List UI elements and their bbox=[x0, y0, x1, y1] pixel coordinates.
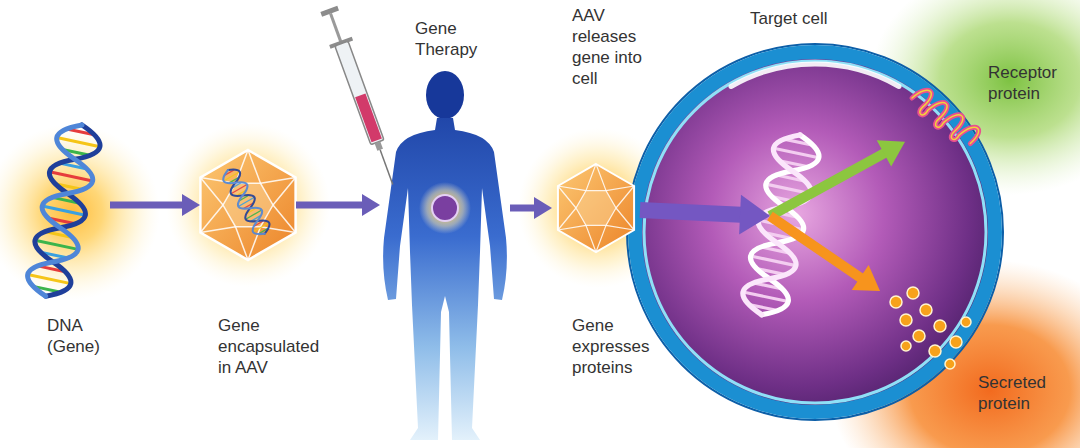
flow-arrow bbox=[770, 140, 905, 216]
target-cell-node: Target cell bbox=[640, 52, 995, 412]
arrow-shaft bbox=[640, 210, 741, 215]
receptor-coil-inner bbox=[907, 85, 981, 150]
receptor-coil bbox=[907, 85, 981, 150]
arrow-shaft bbox=[296, 202, 363, 209]
syringe-needle bbox=[380, 150, 393, 185]
patient-head bbox=[426, 71, 464, 119]
syringe bbox=[318, 5, 405, 189]
dna-gene-node: DNA (Gene) bbox=[35, 125, 110, 300]
arrow-shaft bbox=[110, 202, 183, 209]
capsid-dna bbox=[220, 165, 273, 238]
syringe-barrel bbox=[335, 41, 384, 144]
arrow-shaft bbox=[770, 216, 861, 278]
belly-cell bbox=[432, 195, 458, 221]
syringe-thumb bbox=[320, 6, 339, 17]
protein-dot bbox=[907, 287, 919, 299]
dna-glow bbox=[0, 124, 160, 300]
flow-arrow bbox=[770, 216, 880, 291]
cell-outer-rim bbox=[627, 44, 1003, 420]
protein-dot bbox=[961, 317, 971, 327]
target-cell-membrane bbox=[635, 52, 995, 412]
flow-arrow bbox=[640, 195, 770, 235]
node-label: Gene Therapy bbox=[415, 18, 500, 60]
aav-capsid-node: Gene encapsulated in AAV bbox=[200, 150, 296, 260]
receptor-protein-node: Receptor protein bbox=[905, 30, 1075, 160]
receptor-coil-outer bbox=[907, 85, 981, 150]
syringe-liquid bbox=[355, 93, 382, 142]
protein-dot bbox=[945, 359, 955, 369]
arrow-head bbox=[852, 265, 880, 291]
belly-glow bbox=[419, 182, 471, 234]
aav-release-node: AAV releases gene into cellGene expresse… bbox=[552, 164, 640, 252]
node-label: Receptor protein bbox=[988, 62, 1073, 104]
flow-arrow bbox=[110, 194, 200, 216]
protein-dot bbox=[950, 336, 962, 348]
aav-capsid bbox=[558, 164, 634, 252]
protein-dot bbox=[890, 296, 902, 308]
syringe-plunger bbox=[331, 14, 342, 44]
patient-figure-node: Gene Therapy bbox=[380, 70, 510, 440]
patient-body bbox=[383, 118, 507, 440]
protein-dot bbox=[900, 314, 912, 326]
protein-dot bbox=[929, 345, 941, 357]
secreted-protein-dots bbox=[890, 287, 971, 369]
protein-dot bbox=[934, 320, 946, 332]
node-label: DNA (Gene) bbox=[47, 315, 122, 357]
protein-dot bbox=[920, 304, 932, 316]
arrow-head bbox=[739, 195, 770, 235]
flow-arrow bbox=[510, 197, 552, 219]
protein-dot bbox=[913, 330, 925, 342]
arrow-head bbox=[877, 140, 905, 166]
secreted-protein-node: Secreted protein bbox=[880, 275, 1075, 440]
protein-dot bbox=[901, 341, 911, 351]
arrow-shaft bbox=[510, 205, 535, 212]
arrow-head bbox=[534, 197, 552, 219]
node-label: Gene expresses proteins bbox=[572, 315, 667, 378]
node-label: Target cell bbox=[750, 8, 880, 29]
node-label: Secreted protein bbox=[978, 372, 1070, 414]
syringe-hub bbox=[375, 141, 383, 151]
aav-capsid bbox=[200, 150, 295, 260]
arrow-head bbox=[182, 194, 200, 216]
node-label: Gene encapsulated in AAV bbox=[218, 315, 330, 378]
arrow-shaft bbox=[770, 153, 885, 216]
node-label: AAV releases gene into cell bbox=[572, 5, 667, 89]
dna-helix bbox=[24, 120, 103, 300]
cell-inner-rim bbox=[644, 61, 986, 403]
cell-highlight bbox=[731, 64, 899, 87]
arrow-head bbox=[362, 194, 380, 216]
flow-arrow bbox=[296, 194, 380, 216]
